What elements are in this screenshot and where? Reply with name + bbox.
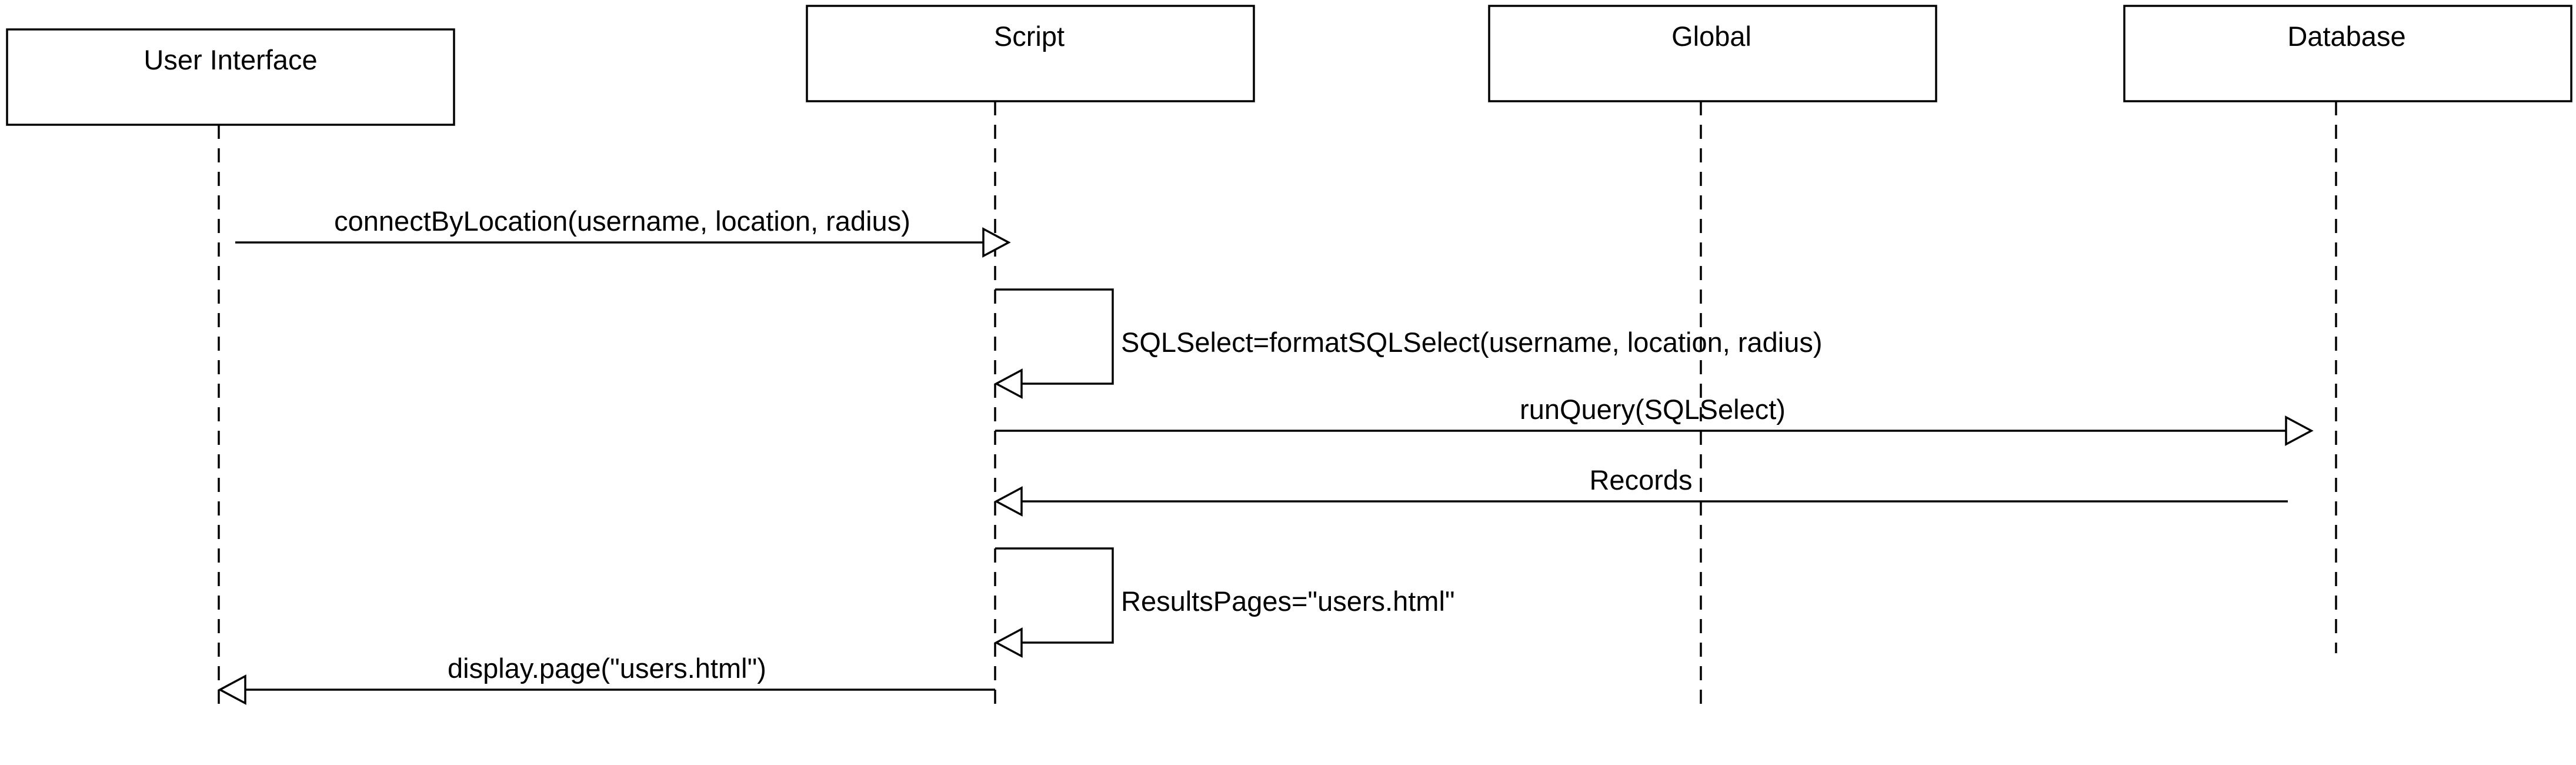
message-records: Records bbox=[994, 464, 2288, 517]
open-arrowhead-icon bbox=[2285, 415, 2314, 446]
open-arrowhead-icon bbox=[218, 674, 246, 705]
message-label: Records bbox=[1589, 464, 1692, 495]
message-label: SQLSelect=formatSQLSelect(username, loca… bbox=[1121, 327, 1823, 358]
self-message-loop bbox=[995, 288, 1114, 385]
participant-box-script bbox=[806, 5, 1255, 102]
open-arrowhead-icon bbox=[994, 368, 1023, 399]
open-arrowhead-icon bbox=[994, 486, 1023, 517]
message-label: runQuery(SQLSelect) bbox=[1520, 394, 1786, 425]
message-label: connectByLocation(username, location, ra… bbox=[334, 205, 910, 237]
lifeline-user-interface: User Interface bbox=[6, 28, 455, 709]
participant-label-user-interface: User Interface bbox=[144, 44, 317, 75]
participant-box-global bbox=[1488, 5, 1937, 102]
participant-box-user-interface bbox=[6, 28, 455, 126]
message-display-page: display.page("users.html") bbox=[218, 653, 995, 705]
message-format-sql-select: SQLSelect=formatSQLSelect(username, loca… bbox=[994, 288, 1823, 399]
lifeline-script: Script bbox=[806, 5, 1255, 709]
participant-label-script: Script bbox=[994, 21, 1065, 52]
lifeline-global: Global bbox=[1488, 5, 1937, 709]
participant-label-global: Global bbox=[1671, 21, 1751, 52]
open-arrowhead-icon bbox=[994, 627, 1023, 658]
lifeline-database: Database bbox=[2123, 5, 2572, 653]
message-connect-by-location: connectByLocation(username, location, ra… bbox=[235, 205, 1011, 258]
message-label: display.page("users.html") bbox=[448, 653, 766, 684]
open-arrowhead-icon bbox=[982, 227, 1011, 258]
self-message-loop bbox=[995, 547, 1114, 644]
participant-label-database: Database bbox=[2287, 21, 2405, 52]
participant-box-database bbox=[2123, 5, 2572, 102]
message-results-pages: ResultsPages="users.html" bbox=[994, 547, 1455, 658]
message-label: ResultsPages="users.html" bbox=[1121, 586, 1455, 617]
message-run-query: runQuery(SQLSelect) bbox=[995, 394, 2314, 446]
